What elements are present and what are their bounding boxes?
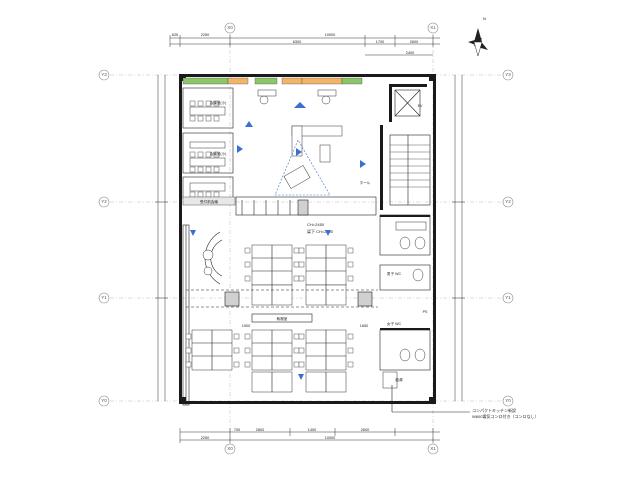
desk-cluster-upper (224, 244, 373, 307)
round-lounge (202, 231, 223, 285)
wc-m-label: 男子 WC (387, 271, 402, 276)
dim-top2-0: 2400 (406, 51, 414, 55)
left-window-strip (182, 224, 190, 406)
svg-text:X1: X1 (430, 446, 436, 451)
svg-text:Y0: Y0 (505, 398, 511, 403)
dim-bottom-3: 2600 (361, 428, 369, 432)
svg-text:Y3: Y3 (101, 72, 107, 77)
lower-left-desks: 1500 (185, 324, 250, 371)
grid-bubble-y2-left: Y2 (98, 196, 110, 208)
grid-bubble-y0-right: Y0 (502, 395, 514, 407)
reception-band: 受付前会議 (182, 196, 377, 216)
grid-bubble-y3-left: Y3 (98, 69, 110, 81)
dim-bottom2-0: 10000 (325, 436, 336, 440)
grid-bubble-y1-right: Y1 (502, 292, 514, 304)
annotation-line1: コンパクトキッチン新設 (472, 407, 516, 413)
bottom-dimensions: 2250 2800 1400 2600 700 10000 (179, 428, 440, 443)
grid-bubble-y0-left: Y0 (98, 395, 110, 407)
exterior-walls (179, 74, 436, 404)
grid-bubble-x0-bottom: X0 (224, 443, 236, 455)
planter-strip (182, 77, 363, 85)
sanitary-label: 給湯 (395, 377, 403, 382)
svg-text:Y2: Y2 (505, 199, 511, 204)
svg-text:X1: X1 (430, 25, 436, 30)
ceiling-labels: CH=2450 梁下 CH=2200 (307, 222, 334, 234)
dim-bottom-2: 1400 (308, 428, 316, 432)
meeting-room-b-label: 会議室(小) (210, 151, 227, 156)
dim-mark-1650: 1650 (360, 324, 368, 328)
svg-text:Y1: Y1 (101, 295, 107, 300)
grid-bubble-x1-bottom: X1 (427, 443, 439, 455)
ev-label: EV (418, 104, 423, 108)
svg-text:Y0: Y0 (101, 398, 107, 403)
ceiling-height-sub: 梁下 CH=2200 (307, 228, 334, 234)
dim-bottom-4: 700 (234, 428, 240, 432)
ceiling-height: CH=2450 (307, 222, 325, 227)
top-dimensions: 625 2250 6300 10000 1700 2600 2400 (169, 33, 440, 56)
left-dimensions (155, 75, 168, 401)
dim-top-4: 1700 (376, 40, 384, 44)
meeting-room-b: 会議室(小) (182, 132, 234, 174)
svg-text:X0: X0 (227, 446, 233, 451)
reception-label: 受付前会議 (200, 199, 218, 204)
dim-top-2: 6300 (293, 40, 301, 44)
dim-top-3: 10000 (325, 33, 336, 37)
grid-bubble-x1-top: X1 (427, 22, 439, 34)
lounge-area (237, 102, 366, 196)
dim-top-0: 625 (172, 33, 178, 37)
annotation-line2: W600電気コンロ付き（コンロなし） (472, 413, 538, 419)
stair-core: ホール (360, 125, 431, 210)
dim-top-5: 2600 (410, 40, 418, 44)
grid-bubble-y1-left: Y1 (98, 292, 110, 304)
meeting-room-a-label: 会議室(小) (210, 100, 227, 105)
beam-band (186, 289, 378, 308)
svg-text:Y1: Y1 (505, 295, 511, 300)
dim-mark-1500: 1500 (242, 324, 250, 328)
desk-cluster-lower: 執務室 1650 (190, 230, 368, 393)
ps-label: PS (423, 310, 428, 314)
top-fixtures (257, 89, 337, 105)
wc-f-label: 女子 WC (387, 321, 402, 326)
grid-bubble-x0-top: X0 (224, 22, 236, 34)
grid-bubble-y2-right: Y2 (502, 196, 514, 208)
meeting-room-a: 会議室(小) (182, 87, 234, 129)
kitchen-annotation: コンパクトキッチン新設 W600電気コンロ付き（コンロなし） (391, 385, 538, 419)
compass-label: N (483, 16, 486, 21)
svg-text:Y2: Y2 (101, 199, 107, 204)
grid-bubble-y3-right: Y3 (502, 69, 514, 81)
north-compass-icon: N (468, 16, 488, 57)
open-office-label: 執務室 (277, 316, 288, 321)
restrooms: 男子 WC 女子 WC PS 給湯 (379, 214, 431, 389)
svg-text:Y3: Y3 (505, 72, 511, 77)
meeting-room-c (182, 176, 234, 200)
dim-bottom-0: 2250 (201, 436, 209, 440)
right-dimensions (452, 75, 465, 401)
elevator-core: EV (389, 84, 427, 122)
lobby-label: ホール (360, 180, 371, 185)
dim-bottom-1: 2800 (256, 428, 264, 432)
dim-top-1: 2250 (201, 33, 209, 37)
svg-text:X0: X0 (227, 25, 233, 30)
